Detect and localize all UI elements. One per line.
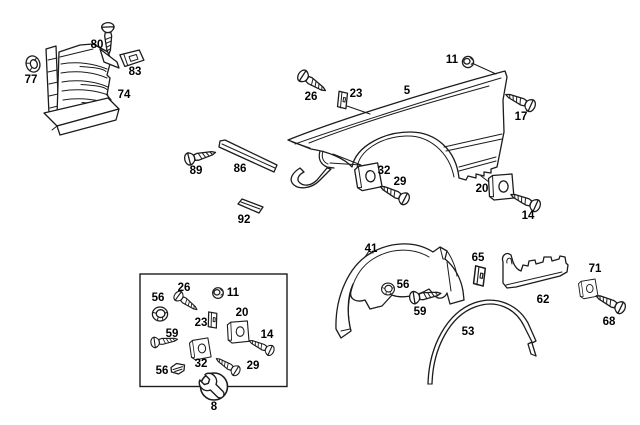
part-label-26: 26	[305, 91, 318, 103]
moulding-92-drawing	[237, 198, 264, 214]
part-label-14: 14	[522, 210, 535, 222]
inset-clip-56-drawing	[170, 362, 186, 375]
part-label-23: 23	[350, 88, 363, 100]
inset-label-56: 56	[152, 292, 165, 304]
part-label-89: 89	[190, 165, 203, 177]
part-label-83: 83	[129, 66, 142, 78]
inset-label-29: 29	[247, 360, 260, 372]
part-label-59: 59	[414, 306, 427, 318]
nut-11-drawing	[461, 55, 475, 69]
wrench-icon	[198, 372, 225, 399]
clip-65-drawing	[472, 265, 487, 287]
part-label-41: 41	[365, 243, 378, 255]
inset-label-26: 26	[178, 282, 191, 294]
clip-20-drawing	[487, 173, 515, 201]
inset-clip-32-drawing	[188, 337, 212, 361]
part-label-17: 17	[515, 111, 528, 123]
part-label-65: 65	[472, 252, 485, 264]
fender-drawing	[287, 70, 508, 189]
inset-label-59: 59	[166, 328, 179, 340]
moulding-86-drawing	[218, 139, 278, 173]
inset-clip-23-drawing	[207, 311, 218, 329]
screw-68-drawing	[592, 289, 628, 316]
screw-89-drawing	[182, 145, 218, 167]
inset-label-11: 11	[227, 287, 240, 299]
arch-trim-drawing	[427, 299, 537, 385]
cover-62-drawing	[501, 252, 569, 289]
inset-label-56b: 56	[156, 365, 169, 377]
inset-label-23: 23	[195, 317, 208, 329]
nut-56-drawing	[380, 282, 396, 296]
part-label-32: 32	[378, 165, 391, 177]
part-label-68: 68	[603, 316, 616, 328]
inset-label-32: 32	[195, 358, 208, 370]
part-label-29: 29	[394, 176, 407, 188]
inset-label-14: 14	[261, 329, 274, 341]
screw-17-drawing	[502, 88, 538, 114]
clip-83-drawing	[119, 49, 145, 68]
part-label-53: 53	[462, 326, 475, 338]
inset-symbol-label-8: 8	[211, 401, 218, 413]
inset-nut-11-drawing	[212, 287, 224, 299]
vent-panel-drawing	[43, 43, 120, 136]
part-label-11: 11	[446, 54, 459, 66]
part-label-5: 5	[404, 85, 411, 97]
inset-label-20: 20	[236, 307, 249, 319]
part-label-92: 92	[238, 214, 251, 226]
clip-23-drawing	[336, 90, 349, 110]
part-label-56: 56	[397, 279, 410, 291]
part-label-74: 74	[118, 89, 131, 101]
part-label-62: 62	[537, 294, 550, 306]
part-label-20: 20	[476, 183, 489, 195]
clip-71-drawing	[577, 278, 599, 300]
part-label-77: 77	[25, 74, 38, 86]
nut-77-drawing	[25, 55, 41, 73]
inset-nut-56-drawing	[151, 306, 169, 322]
part-label-86: 86	[234, 163, 247, 175]
part-label-71: 71	[589, 263, 602, 275]
inset-clip-20-drawing	[226, 320, 250, 344]
part-label-80: 80	[91, 39, 104, 51]
wheel-arch-liner-drawing	[335, 243, 465, 339]
